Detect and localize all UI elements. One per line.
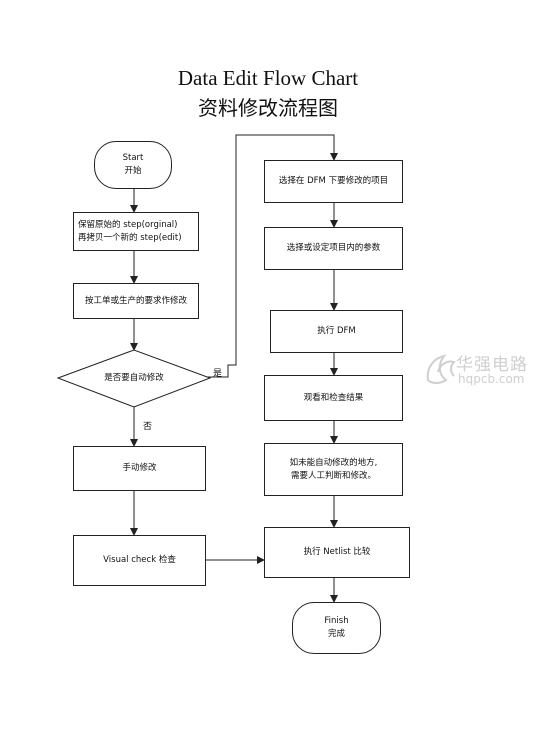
save-original-line2: 再拷贝一个新的 step(edit) (78, 232, 182, 243)
select-dfm-items-box: 选择在 DFM 下要修改的项目 (264, 160, 403, 203)
start-label-en: Start (122, 153, 144, 163)
manual-edit-box: 手动修改 (73, 446, 206, 491)
observe-results-box: 观看和检查结果 (264, 375, 403, 421)
run-dfm-box: 执行 DFM (270, 310, 403, 353)
modify-by-requirements-box: 按工单或生产的要求作修改 (73, 283, 199, 319)
start-terminal: Start 开始 (94, 141, 172, 189)
select-params-label: 选择或设定项目内的参数 (286, 243, 381, 253)
modify-by-requirements-label: 按工单或生产的要求作修改 (84, 295, 187, 306)
watermark-url: hqpcb.com (458, 372, 525, 386)
finish-terminal: Finish 完成 (292, 602, 381, 654)
no-label: 否 (143, 422, 153, 432)
watermark: 华强电路 hqpcb.com (424, 348, 534, 392)
finish-label-cn: 完成 (327, 629, 345, 639)
save-original-line1: 保留原始的 step(orginal) (78, 219, 178, 230)
manual-fix-box: 如未能自动修改的地方, 需要人工判断和修改。 (264, 443, 403, 496)
run-netlist-box: 执行 Netlist 比较 (264, 527, 410, 578)
observe-results-label: 观看和检查结果 (303, 392, 364, 403)
select-dfm-items-label: 选择在 DFM 下要修改的项目 (278, 176, 389, 186)
start-label-cn: 开始 (124, 166, 142, 176)
run-dfm-label: 执行 DFM (317, 326, 356, 336)
finish-label-en: Finish (324, 616, 349, 626)
manual-edit-label: 手动修改 (122, 463, 157, 473)
decision-diamond (56, 349, 212, 408)
watermark-logo-icon (426, 354, 456, 384)
watermark-text: 华强电路 (456, 355, 528, 375)
decision-label: 是否要自动修改 (104, 373, 164, 383)
select-params-box: 选择或设定项目内的参数 (264, 227, 403, 270)
visual-check-label: Visual check 检查 (103, 555, 176, 565)
edge-decision-yes (206, 134, 338, 378)
visual-check-box: Visual check 检查 (73, 535, 206, 586)
yes-label: 是 (213, 369, 223, 379)
manual-fix-line2: 需要人工判断和修改。 (290, 470, 376, 481)
run-netlist-label: 执行 Netlist 比较 (303, 547, 371, 557)
save-original-step-box: 保留原始的 step(orginal) 再拷贝一个新的 step(edit) (73, 212, 199, 251)
manual-fix-line1: 如未能自动修改的地方, (289, 457, 378, 468)
chart-title: Data Edit Flow Chart (177, 66, 359, 90)
chart-title-cn: 资料修改流程图 (198, 96, 338, 120)
